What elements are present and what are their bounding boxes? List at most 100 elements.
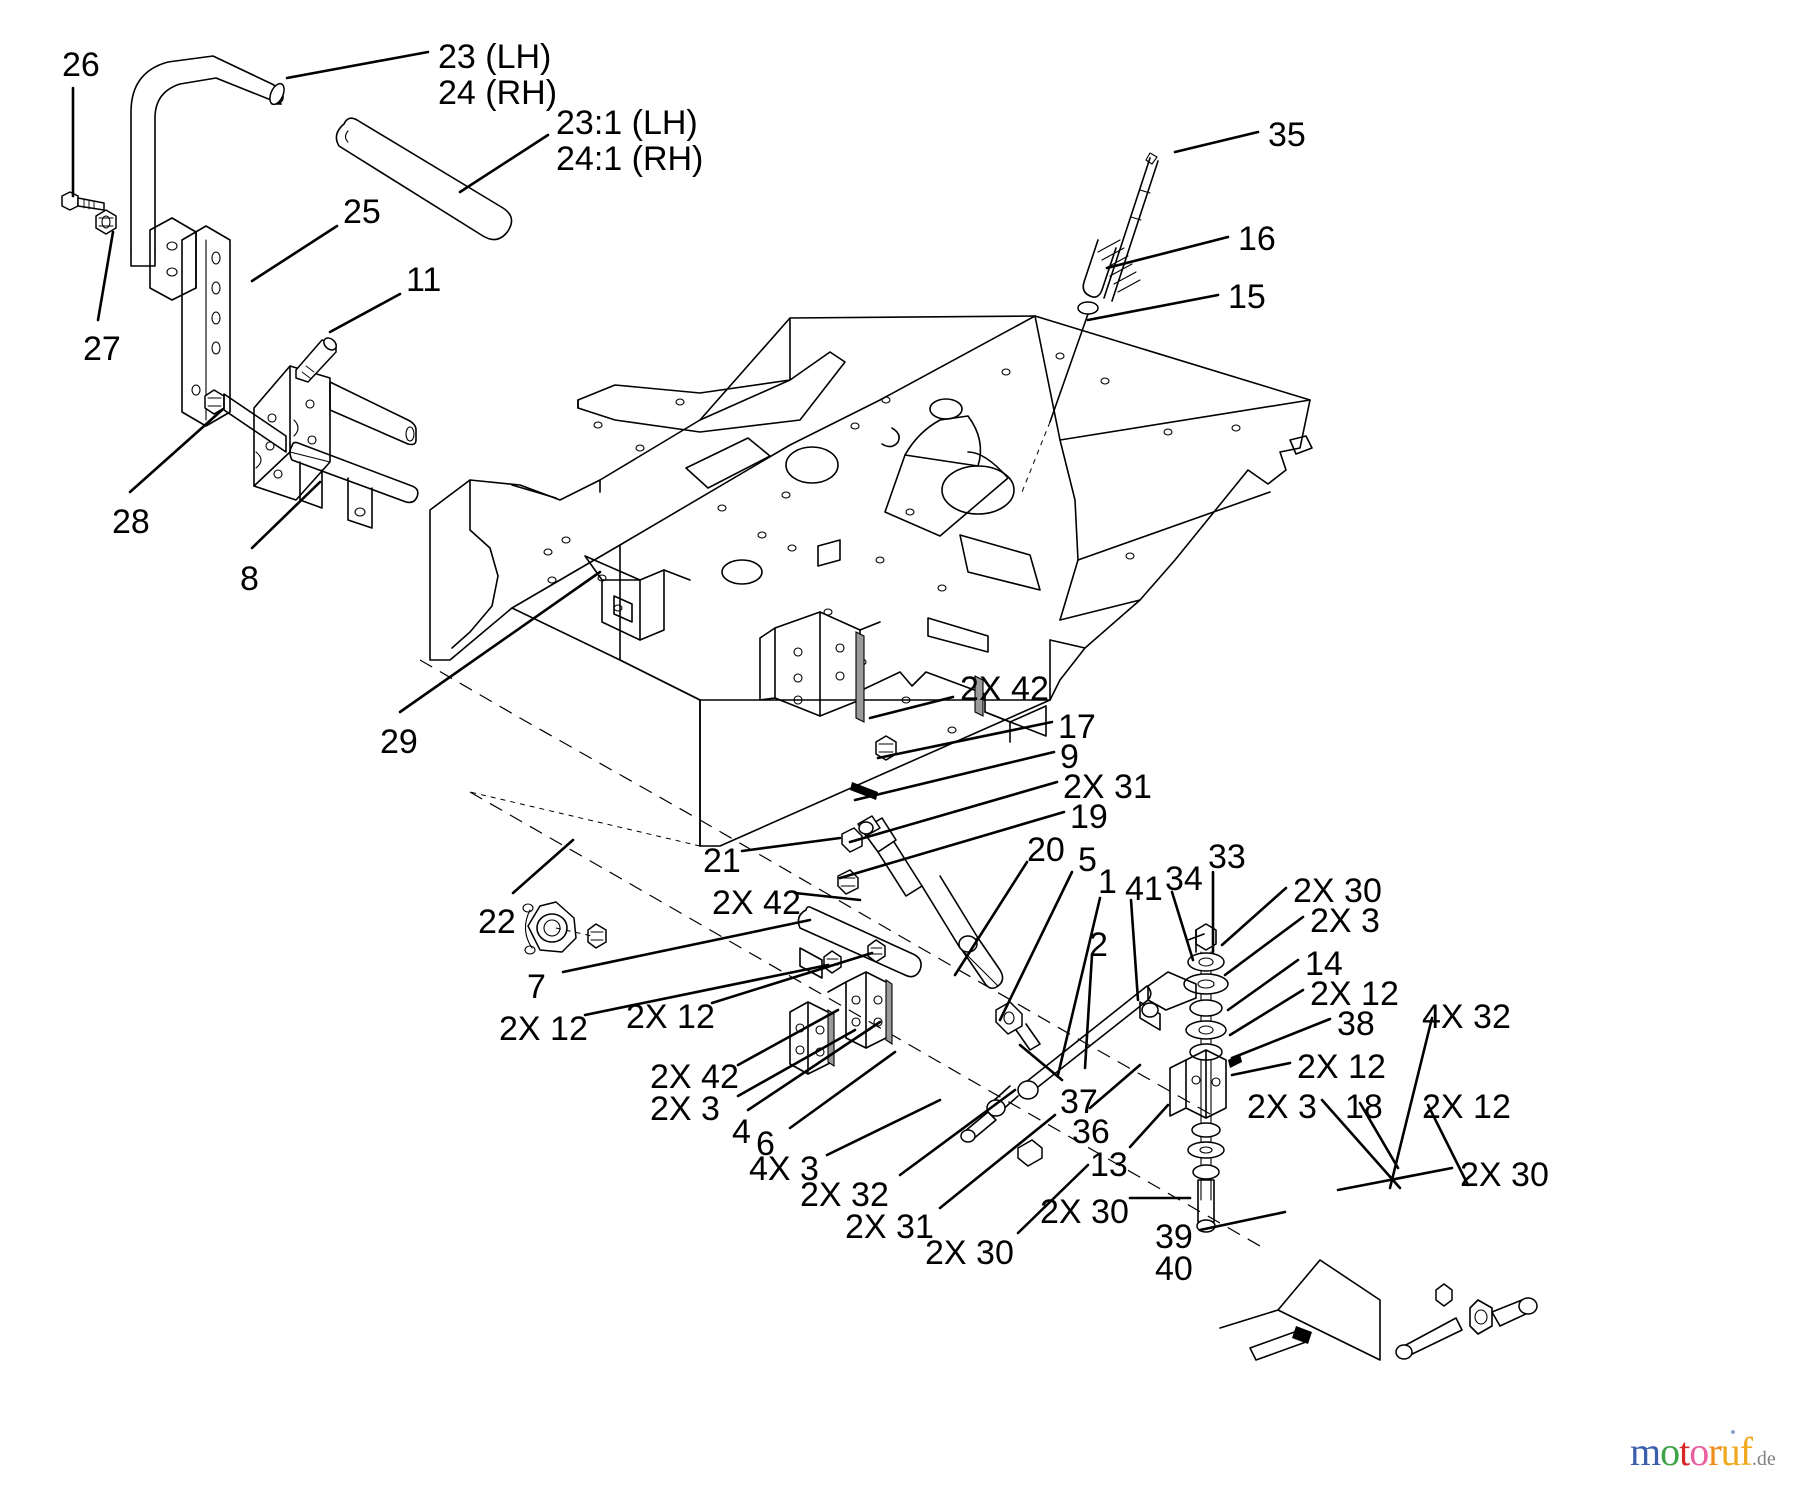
- link-arms-cluster: [1139, 929, 1205, 1031]
- callout-c2x30a: 2X 30: [1293, 872, 1382, 910]
- deck-pivot-tab: [1289, 435, 1313, 455]
- leader-4x3: [825, 1098, 942, 1157]
- callout-c2x3c: 2X 3: [650, 1090, 720, 1128]
- damper-part-19: [857, 815, 1041, 1051]
- callout-c11: 11: [406, 261, 442, 299]
- callout-c2x12d: 2X 12: [1297, 1048, 1386, 1086]
- callout-c5: 5: [1078, 841, 1097, 879]
- leader-8: [250, 480, 322, 550]
- watermark-letter-1: o: [1660, 1429, 1680, 1474]
- callout-c2x42b: 2X 42: [712, 884, 801, 922]
- leader-lines: [71, 50, 1470, 1235]
- callout-c25: 25: [343, 193, 381, 231]
- leader-41: [1129, 898, 1140, 1002]
- leader-22: [511, 838, 575, 895]
- callout-c35: 35: [1268, 116, 1306, 154]
- callout-c2x12a: 2X 12: [1310, 975, 1399, 1013]
- callout-c2x30c: 2X 30: [925, 1234, 1014, 1272]
- lift-arm-part-8: [223, 381, 419, 529]
- leader-23-1: [458, 133, 550, 194]
- callout-c24rh: 24 (RH): [438, 74, 558, 112]
- callout-c19: 19: [1070, 798, 1108, 836]
- leader-2x12d: [1230, 1061, 1292, 1077]
- callout-c2x3b: 2X 3: [1247, 1088, 1317, 1126]
- leader-29: [398, 570, 602, 714]
- callout-c2x32: 2X 32: [800, 1176, 889, 1214]
- leader-2x31b: [938, 1113, 1057, 1210]
- leader-36: [1088, 1063, 1142, 1110]
- bolt-part-26: [61, 191, 105, 211]
- leader-39: [1198, 1210, 1287, 1232]
- callout-c2x12e: 2X 12: [1422, 1088, 1511, 1126]
- handle-grip-part-23-1: [335, 117, 513, 241]
- leader-2x30c: [1016, 1163, 1090, 1235]
- callout-c14: 14: [1305, 945, 1343, 983]
- leader-18: [1358, 1101, 1400, 1170]
- centerline-29: [419, 659, 1211, 1115]
- leader-25: [250, 224, 339, 283]
- mount-bracket-28: [149, 217, 197, 301]
- callout-c26: 26: [62, 46, 100, 84]
- callout-c9: 9: [1060, 738, 1079, 776]
- lower-bracket-cluster: [789, 947, 893, 1075]
- leader-23: [285, 50, 430, 80]
- leader-9: [853, 750, 1056, 802]
- leader-28: [128, 408, 224, 494]
- callout-c4x3: 4X 3: [749, 1150, 819, 1188]
- callout-c17: 17: [1058, 708, 1096, 746]
- pivot-bracket: [253, 365, 331, 501]
- channel-part-25: [181, 225, 231, 427]
- leader-2x3b: [1320, 1098, 1402, 1190]
- callout-c2x30d: 2X 30: [1040, 1193, 1129, 1231]
- leader-21: [740, 836, 842, 853]
- leader-6: [788, 1050, 897, 1130]
- callout-c241: 24:1 (RH): [556, 140, 704, 178]
- leader-7: [561, 918, 812, 974]
- watermark-letter-3: o: [1689, 1429, 1709, 1474]
- callout-c13: 13: [1090, 1146, 1128, 1184]
- nut-part-27: [95, 209, 117, 235]
- callout-c23lh: 23 (LH): [438, 38, 552, 76]
- callout-c2x30b: 2X 30: [1460, 1156, 1549, 1194]
- watermark-letter-0: m: [1630, 1429, 1661, 1474]
- callout-c8: 8: [240, 560, 259, 598]
- callout-c41: 41: [1125, 870, 1163, 908]
- callout-c15: 15: [1228, 278, 1266, 316]
- leader-2x3c: [736, 1028, 857, 1098]
- callout-c27: 27: [83, 330, 121, 368]
- callout-c40: 40: [1155, 1250, 1193, 1288]
- leader-35: [1173, 130, 1260, 154]
- callout-c38: 38: [1337, 1005, 1375, 1043]
- leader-2x12b: [583, 963, 830, 1017]
- callout-c2x42a: 2X 42: [960, 670, 1049, 708]
- callout-c1: 1: [1098, 863, 1117, 901]
- vertical-post-13: [1169, 923, 1242, 1233]
- callout-c2x12b: 2X 12: [499, 1010, 588, 1048]
- callout-c22: 22: [478, 903, 516, 941]
- leader-2x42c: [736, 1008, 840, 1067]
- watermark-letter-5: u: [1720, 1429, 1741, 1474]
- callout-c4x32: 4X 32: [1422, 998, 1511, 1036]
- leader-2x3a: [1223, 915, 1305, 977]
- watermark-letter-4: r: [1708, 1429, 1721, 1474]
- leader-20: [953, 860, 1029, 977]
- callout-c18: 18: [1345, 1088, 1383, 1126]
- leader-2x12a: [1228, 988, 1305, 1037]
- leader-15: [1086, 293, 1220, 322]
- leader-4x32: [1388, 1016, 1434, 1190]
- leader-37: [1018, 1043, 1064, 1082]
- nuts-2x12-group: [823, 939, 886, 974]
- rod-part-5: [960, 985, 1152, 1167]
- leader-14: [1226, 958, 1300, 1012]
- callout-c4: 4: [732, 1113, 751, 1151]
- callout-c231: 23:1 (LH): [556, 104, 698, 142]
- callout-c36: 36: [1072, 1113, 1110, 1151]
- leader-2x12e: [1426, 1103, 1470, 1187]
- leader-5: [998, 870, 1074, 1022]
- handle-bar-part-23: [130, 55, 285, 267]
- callout-c2: 2: [1089, 926, 1108, 964]
- watermark-letter-2: t: [1679, 1429, 1690, 1474]
- bottom-right-link: [1219, 1259, 1538, 1361]
